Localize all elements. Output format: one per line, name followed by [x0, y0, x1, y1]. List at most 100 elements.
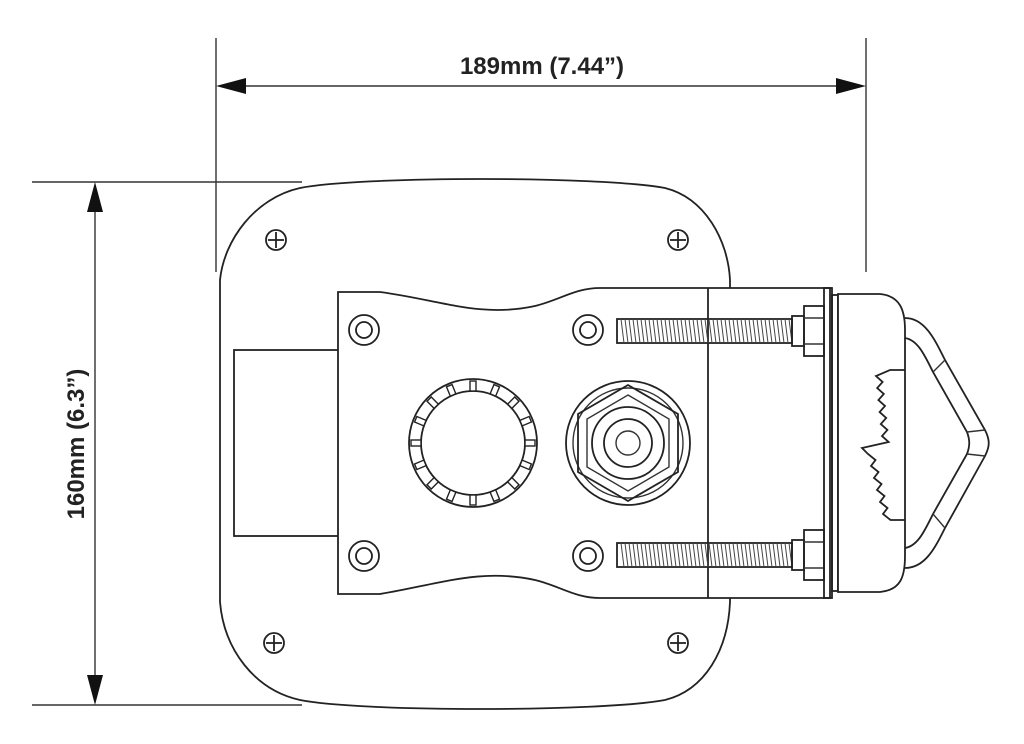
thread-line	[776, 318, 781, 344]
thread-line	[768, 318, 773, 344]
thread-line	[764, 542, 769, 568]
thread-line	[764, 318, 769, 344]
thread-line	[692, 542, 697, 568]
housing-screw-icon	[265, 229, 287, 251]
thread-line	[624, 542, 629, 568]
thread-line	[656, 318, 661, 344]
spline-tooth	[426, 396, 440, 410]
thread-line	[744, 318, 749, 344]
thread-line	[768, 542, 773, 568]
thread-line	[732, 542, 737, 568]
thread-line	[732, 318, 737, 344]
thread-line	[772, 542, 777, 568]
thread-line	[720, 318, 725, 344]
thread-line	[780, 318, 785, 344]
spline-teeth	[410, 380, 536, 506]
spline-tooth	[413, 415, 428, 427]
thread-line	[752, 318, 757, 344]
thread-line	[668, 542, 673, 568]
thread-line	[700, 542, 705, 568]
thread-line	[640, 542, 645, 568]
thread-line	[668, 318, 673, 344]
bracket-screw-icon	[572, 314, 604, 346]
pole-clamp-jaw	[837, 293, 906, 593]
bracket-screw-icon	[572, 540, 604, 572]
bracket-screw-icon	[348, 314, 380, 346]
thread-line	[756, 542, 761, 568]
thread-line	[672, 318, 677, 344]
spline-tooth	[489, 488, 501, 503]
thread-line	[704, 542, 709, 568]
thread-line	[688, 318, 693, 344]
thread-line	[740, 318, 745, 344]
height-dimension: 160mm (6.3”)	[32, 181, 302, 706]
height-label: 160mm (6.3”)	[63, 369, 90, 520]
hex-nut-outline	[577, 383, 679, 503]
spline-tooth	[410, 439, 422, 447]
thread-line	[684, 542, 689, 568]
thread-line	[676, 318, 681, 344]
thread-line	[728, 318, 733, 344]
thread-line	[652, 542, 657, 568]
thread-line	[624, 318, 629, 344]
thread-line	[744, 542, 749, 568]
thread-line	[644, 318, 649, 344]
thread-line	[708, 318, 713, 344]
thread-line	[620, 542, 625, 568]
width-arrow-right	[836, 78, 866, 94]
height-arrow-bottom	[87, 675, 103, 705]
thread-line	[716, 542, 721, 568]
thread-line	[636, 318, 641, 344]
thread-line	[680, 318, 685, 344]
thread-line	[628, 542, 633, 568]
thread-line	[664, 318, 669, 344]
thread-line	[760, 318, 765, 344]
thread-line	[664, 542, 669, 568]
thread-line	[736, 542, 741, 568]
thread-line	[712, 542, 717, 568]
thread-line	[700, 318, 705, 344]
spline-tooth	[518, 415, 533, 427]
bracket-screw-icon	[348, 540, 380, 572]
thread-line	[724, 542, 729, 568]
thread-line	[736, 318, 741, 344]
spline-tooth	[445, 488, 457, 503]
spline-tooth	[426, 476, 440, 490]
width-dimension: 189mm (7.44”)	[215, 38, 867, 272]
thread-line	[696, 318, 701, 344]
thread-line	[644, 542, 649, 568]
thread-line	[684, 318, 689, 344]
thread-line	[672, 542, 677, 568]
thread-line	[756, 318, 761, 344]
thread-line	[660, 318, 665, 344]
thread-line	[628, 318, 633, 344]
spline-tooth	[489, 383, 501, 398]
spline-tooth	[469, 494, 477, 506]
thread-line	[640, 318, 645, 344]
thread-line	[780, 542, 785, 568]
spline-tooth	[506, 396, 520, 410]
width-arrow-left	[216, 78, 246, 94]
thread-line	[692, 318, 697, 344]
thread-line	[784, 318, 789, 344]
thread-line	[776, 542, 781, 568]
hex-nut-connector	[565, 380, 691, 506]
spline-tooth	[469, 380, 477, 392]
spline-tooth	[413, 459, 428, 471]
thread-line	[660, 542, 665, 568]
housing-screw-icon	[667, 632, 689, 654]
thread-line	[708, 542, 713, 568]
hex-nut-inner	[586, 394, 670, 492]
thread-line	[748, 542, 753, 568]
thread-line	[688, 542, 693, 568]
thread-line	[652, 318, 657, 344]
threaded-rod-bottom	[616, 529, 825, 581]
thread-line	[648, 542, 653, 568]
thread-line	[716, 318, 721, 344]
spline-tooth	[518, 459, 533, 471]
thread-line	[748, 318, 753, 344]
thread-line	[772, 318, 777, 344]
spline-tooth	[524, 439, 536, 447]
width-label: 189mm (7.44”)	[460, 53, 624, 80]
